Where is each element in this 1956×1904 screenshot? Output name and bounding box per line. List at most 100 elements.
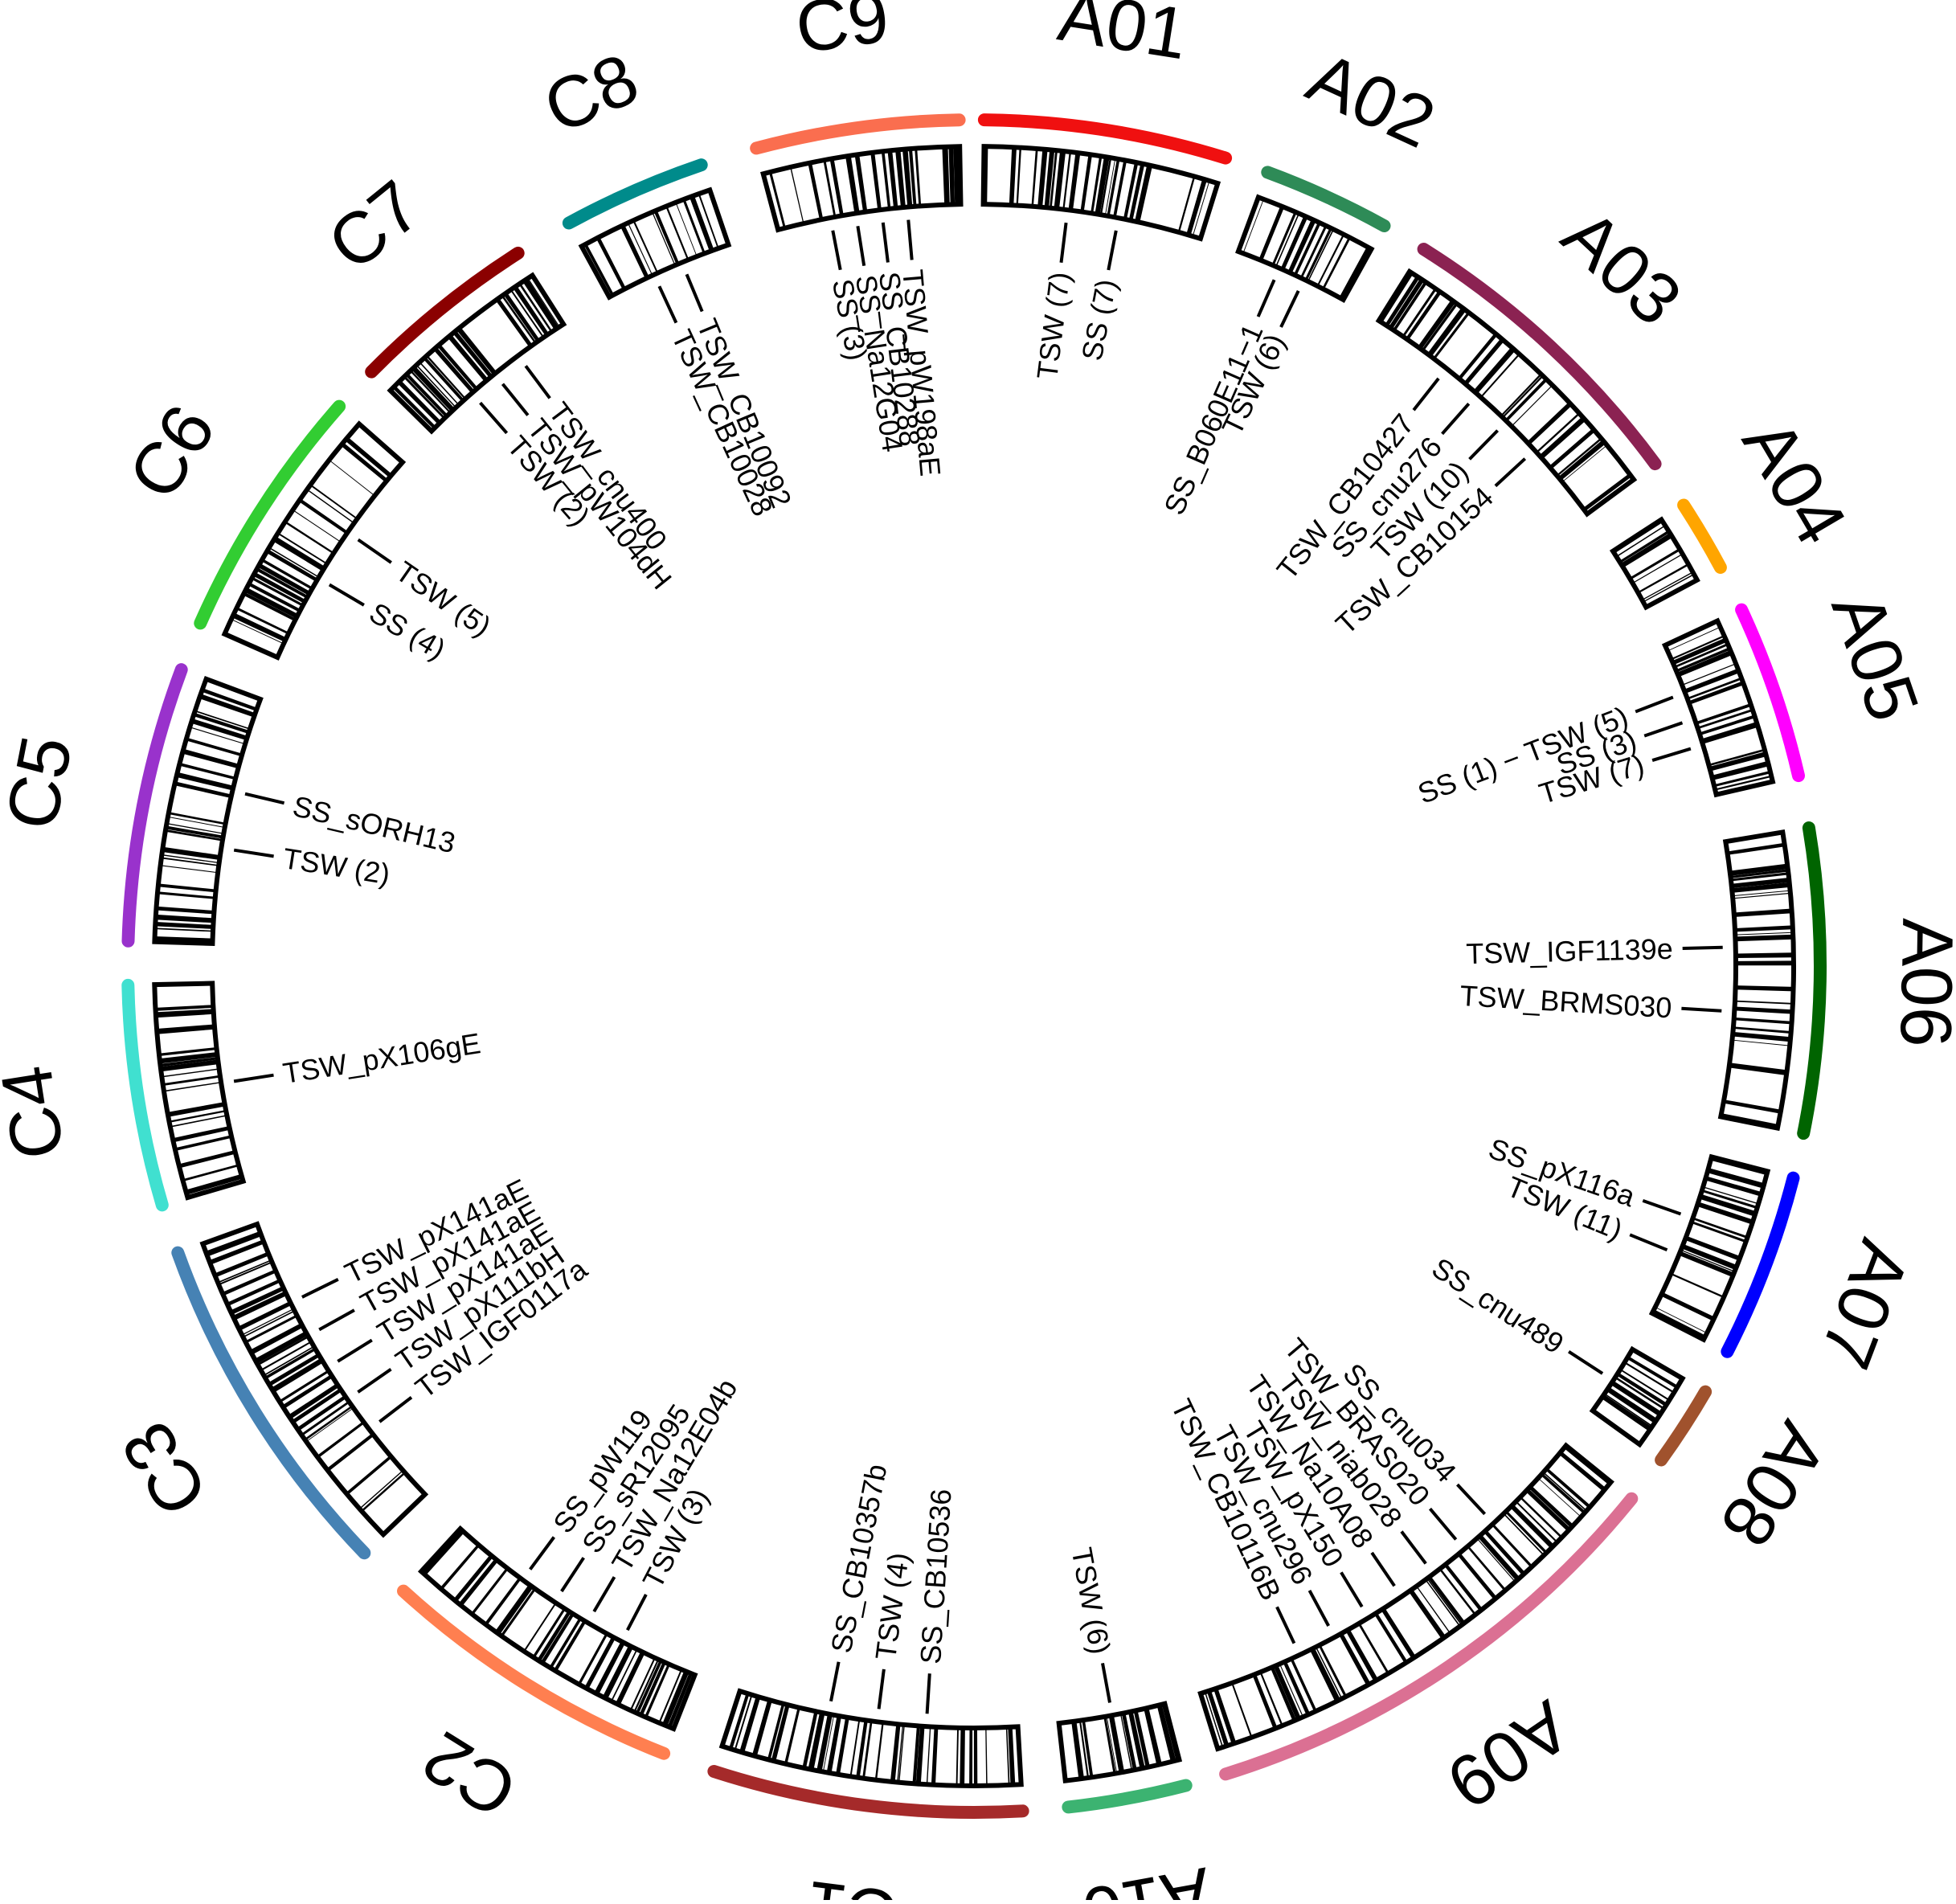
ideogram-band [1357,1623,1389,1674]
ideogram-band [1733,892,1790,899]
ideogram-band [222,1269,276,1296]
marker-leader [1428,1507,1458,1541]
ideogram-band [1735,934,1794,942]
ideogram-band [915,1726,925,1784]
ideogram-band [644,1664,670,1718]
ideogram-band [1103,1716,1116,1775]
marker-leader [301,1278,339,1299]
marker-leader [501,383,530,416]
ideogram-band [301,1401,350,1436]
ideogram-band [1458,333,1498,380]
arc-a10 [1062,1779,1193,1814]
ideogram-band [245,1314,298,1344]
arc-c6 [194,399,346,630]
ideogram-band [1316,234,1345,287]
ideogram-band [1307,228,1334,282]
ideogram-band [1457,1552,1497,1600]
marker-leader [1629,1233,1668,1252]
ideogram-band [1637,563,1689,594]
ideogram-band [874,1722,884,1780]
marker-label: TSW_pX106gE [280,1026,482,1090]
marker-leader [560,1557,585,1593]
ideogram-band [1135,165,1152,223]
ideogram-band [1290,1658,1317,1712]
ideogram-band [1078,1720,1090,1779]
ideogram-band [1050,150,1058,208]
ideogram-band [1113,160,1127,218]
ideogram-band [162,1068,219,1078]
ideogram-band [1374,1612,1408,1664]
ideogram-band [1610,1380,1662,1417]
chromosome-label-a05: A05 [1815,583,1933,731]
ideogram-band [172,1126,231,1143]
ideogram-band [1679,1251,1734,1277]
ideogram-band [1106,1716,1118,1774]
ideogram-band [1713,771,1771,788]
marker-leader [479,401,509,435]
ideogram-band [532,1607,566,1659]
ideogram-band [1206,1690,1230,1747]
ideogram-band [826,1715,841,1774]
marker-leader [233,848,274,858]
ideogram-band [1318,1644,1348,1697]
ideogram-band [1406,290,1442,341]
ideogram-band [1082,1719,1094,1778]
ideogram-band [1425,1579,1461,1627]
ideogram-band [326,1433,374,1472]
ideogram-band [1604,1393,1653,1427]
ideogram-band [185,1173,243,1195]
arc-c9 [750,113,966,155]
ideogram-band [495,297,533,348]
ideogram-band [1478,1534,1520,1581]
arc-c3 [171,1246,371,1560]
ideogram-band [306,489,354,524]
arc-a04 [1677,498,1727,574]
ideogram-band [1558,1451,1606,1492]
ideogram-band [862,1721,873,1779]
marker-leader [657,285,678,324]
ideogram-band [1258,206,1285,261]
ideogram-band [1582,473,1632,512]
marker-label: TSW (2) [280,841,392,891]
ideogram-band [1691,1221,1747,1243]
ideogram-band [790,166,804,224]
ideogram-band [1619,530,1670,563]
marker-label: TSW (4) [869,1550,915,1661]
ideogram-band [902,149,913,207]
arc-a07 [1721,1171,1800,1358]
ideogram-band [985,1727,988,1786]
ideogram-band [912,1726,920,1784]
ideogram-band [1309,1648,1340,1702]
chromosome-label-a01: A01 [1053,0,1193,76]
ideogram-band [1270,1666,1297,1722]
ideogram-band [822,1714,835,1772]
ideogram-band [751,1699,772,1757]
ideogram-band [1467,1546,1507,1591]
ideogram-c8 [578,186,732,301]
ideogram-band [639,1661,666,1716]
ideogram-band [484,1577,522,1626]
ideogram-c3 [199,1221,429,1538]
ideogram-band [513,285,550,337]
ideogram-band [549,1617,582,1669]
ideogram-band [159,1052,218,1064]
ideogram-band [346,1455,392,1496]
ideogram-band [1503,1513,1545,1556]
ideogram-band [734,1694,753,1750]
ideogram-band [931,1726,939,1785]
marker-leader [318,1308,355,1332]
ideogram-band [887,150,898,209]
ideogram-band [156,906,215,915]
ideogram-band [345,436,392,478]
ideogram-band [261,559,313,590]
ideogram-band [926,1726,931,1785]
marker-leader [1412,377,1440,412]
ideogram-band [1275,213,1300,267]
ideogram-band [948,146,955,205]
ideogram-band [1287,219,1316,274]
ideogram-band [410,370,452,414]
ideogram-outlines [152,144,1796,1788]
chromosome-label-c3: C3 [107,1408,224,1529]
marker-leader [1643,721,1684,738]
marker-leader [529,1536,556,1570]
